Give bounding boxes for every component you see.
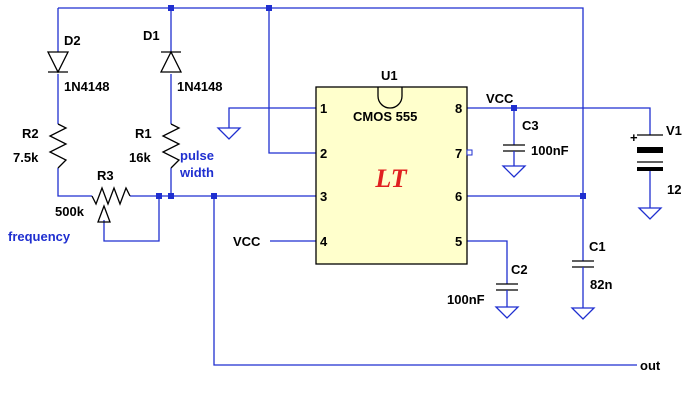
ic-notch [377,87,403,109]
resistor-r1[interactable]: R1 16k [129,123,181,169]
wires [57,7,651,366]
wire-wiper-loop [103,196,160,242]
junction-dot [511,105,517,111]
c3-value: 100nF [531,143,569,158]
ground-symbol-c1 [570,307,596,320]
top-wire [58,7,584,196]
potentiometer-r3[interactable]: R3 500k [55,168,131,223]
d1-part: 1N4148 [177,79,223,94]
vcc-label-pin8: VCC [486,91,514,106]
ic-u1[interactable]: U1 CMOS 555 LT 1 2 3 4 5 6 7 8 [315,68,473,265]
wire-out [213,196,637,366]
pin-7-label: 7 [455,146,462,161]
out-label: out [640,358,661,373]
pin-2-label: 2 [320,146,327,161]
junction-dot [168,5,174,11]
wire-pin5-c2 [467,240,508,284]
junctions [156,5,586,199]
ground-symbol-c3 [501,165,527,178]
resistor-r2[interactable]: R2 7.5k [13,123,68,169]
c1-ref: C1 [589,239,606,254]
wire-r2-r3 [57,168,92,197]
pin-7-open-marker [466,149,473,156]
d2-ref: D2 [64,33,81,48]
voltage-source-v1[interactable]: + V1 12 [630,123,682,197]
junction-dot [168,193,174,199]
lt-logo: LT [374,164,407,193]
r3-ref: R3 [97,168,114,183]
c1-value: 82n [590,277,612,292]
v1-ref: V1 [666,123,682,138]
c2-value: 100nF [447,292,485,307]
ground-symbol-pin1 [216,127,242,140]
v1-value: 12 [667,182,681,197]
wire-pin8-vcc [467,107,651,135]
r1-ref: R1 [135,126,152,141]
ground-symbol-v1 [637,207,663,220]
width-label: width [179,165,214,180]
diode-d2[interactable]: D2 1N4148 [46,33,110,94]
pin-4-label: 4 [320,234,328,249]
c3-ref: C3 [522,118,539,133]
wire-to-pin2 [268,8,316,154]
r1-value: 16k [129,150,151,165]
wire-pin1-gnd [228,107,316,128]
pin-8-label: 8 [455,101,462,116]
junction-dot [266,5,272,11]
capacitor-c3[interactable]: C3 100nF [503,118,569,166]
junction-dot [156,193,162,199]
pin-5-label: 5 [455,234,462,249]
pin-1-label: 1 [320,101,327,116]
d1-ref: D1 [143,28,160,43]
capacitor-c1[interactable]: C1 82n [572,239,612,308]
capacitor-c2[interactable]: C2 100nF [447,262,528,307]
u1-part: CMOS 555 [353,109,417,124]
c2-ref: C2 [511,262,528,277]
frequency-label: frequency [8,229,71,244]
pin-3-label: 3 [320,189,327,204]
pin-6-label: 6 [455,189,462,204]
diode-d1[interactable]: D1 1N4148 [143,28,223,94]
vcc-label-pin4: VCC [233,234,261,249]
junction-dot [211,193,217,199]
r2-value: 7.5k [13,150,39,165]
ic-body [315,86,468,265]
r2-ref: R2 [22,126,39,141]
junction-dot [580,193,586,199]
pulse-label: pulse [180,148,214,163]
d2-part: 1N4148 [64,79,110,94]
ground-symbol-c2 [494,306,520,319]
v1-plus: + [630,130,638,145]
u1-ref: U1 [381,68,398,83]
r3-value: 500k [55,204,85,219]
